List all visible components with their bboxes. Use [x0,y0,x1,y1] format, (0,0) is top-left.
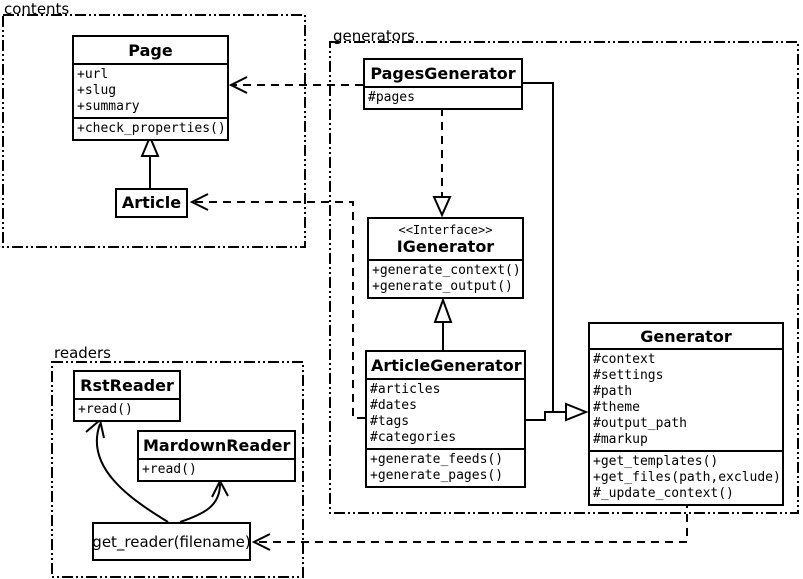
class-pagesgenerator-name: PagesGenerator [370,64,516,83]
contents-package-label: contents [4,0,70,18]
class-page: Page +url +slug +summary +check_properti… [72,35,229,141]
class-igenerator-stereotype: <<Interface>> [398,223,493,237]
attribute: #context [593,352,656,367]
class-page-attributes: +url +slug +summary [74,63,227,117]
class-page-methods: +check_properties() [74,117,227,139]
class-articlegenerator-attributes: #articles #dates #tags #categories [367,378,524,448]
class-igenerator-name: IGenerator [396,237,495,256]
attribute: #tags [370,414,410,429]
attribute: #dates [370,398,417,413]
open-arrowhead-icon [228,76,248,94]
method: +read() [142,462,197,477]
class-pagesgenerator: PagesGenerator #pages [363,58,523,110]
attribute: +summary [77,99,140,114]
method: #_update_context() [593,486,734,501]
class-rstreader: RstReader +read() [73,370,181,422]
method: +get_files(path,exclude) [593,470,781,485]
class-generator-methods: +get_templates() +get_files(path,exclude… [590,450,782,504]
get-reader-box: get_reader(filename) [92,522,251,561]
edge-getreader-to-markdownreader [179,478,229,523]
method: +generate_context() [372,263,521,278]
method: +generate_output() [372,279,513,294]
attribute: +url [77,67,109,82]
method: +read() [78,402,133,417]
attribute: #path [593,384,633,399]
attribute: +slug [77,83,117,98]
attribute: #settings [593,368,664,383]
class-rstreader-methods: +read() [75,398,179,420]
attribute: #output_path [593,416,687,431]
edge-articlegenerator-to-igenerator [433,297,453,350]
edge-articlegenerator-to-article [189,193,365,419]
readers-package-label: readers [54,344,111,362]
class-igenerator: <<Interface>> IGenerator +generate_conte… [367,217,524,299]
generalization-triangle-icon [565,402,589,422]
class-articlegenerator-methods: +generate_feeds() +generate_pages() [367,448,524,486]
attribute: #theme [593,400,640,415]
class-article-name: Article [121,193,182,212]
class-articlegenerator: ArticleGenerator #articles #dates #tags … [365,350,526,488]
class-markdownreader: MardownReader +read() [137,430,296,482]
class-articlegenerator-name: ArticleGenerator [371,356,522,375]
open-arrowhead-icon [85,418,105,439]
class-generator: Generator #context #settings #path #them… [588,322,784,506]
generalization-triangle-icon [433,297,453,323]
open-arrowhead-icon [211,478,229,498]
class-page-name: Page [128,41,173,60]
edge-article-to-page [140,134,160,188]
attribute: #markup [593,432,648,447]
open-arrowhead-icon [189,193,209,211]
attribute: #articles [370,382,441,397]
class-generator-name: Generator [640,327,732,346]
class-article: Article [115,188,188,218]
class-igenerator-methods: +generate_context() +generate_output() [369,259,522,297]
method: +get_templates() [593,454,719,469]
method: +generate_pages() [370,468,504,483]
realization-triangle-icon [432,196,452,218]
method: +generate_feeds() [370,452,504,467]
open-arrowhead-icon [251,533,271,551]
edge-pagesgenerator-to-page [228,76,363,94]
edge-generators-to-generator [522,82,589,422]
edge-generator-to-getreader [251,500,688,551]
class-generator-attributes: #context #settings #path #theme #output_… [590,348,782,450]
class-markdownreader-methods: +read() [139,458,294,480]
generators-package-label: generators [333,27,415,45]
attribute: #categories [370,430,457,445]
get-reader-label: get_reader(filename) [92,532,251,551]
method: +check_properties() [77,121,226,136]
edge-pagesgenerator-to-igenerator [432,108,452,218]
attribute: #pages [368,90,415,105]
class-rstreader-name: RstReader [80,376,174,395]
class-pagesgenerator-attributes: #pages [365,86,521,108]
class-markdownreader-name: MardownReader [143,436,291,455]
